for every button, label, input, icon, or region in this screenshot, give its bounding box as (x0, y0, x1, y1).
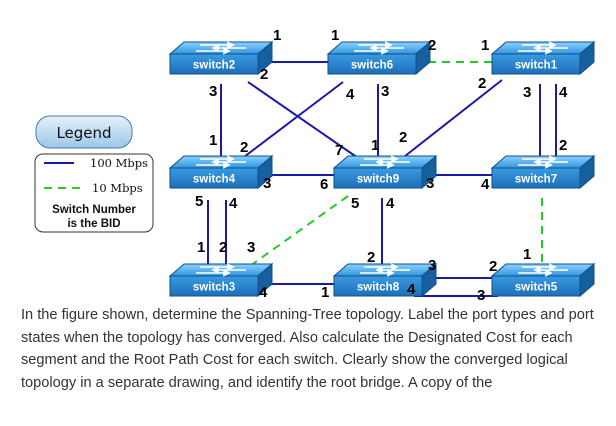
port-label: 1 (331, 27, 339, 44)
port-label: 2 (240, 139, 248, 156)
switch-switch1: switch1 (491, 41, 595, 75)
port-label: 2 (478, 75, 486, 92)
port-label: 3 (426, 175, 434, 192)
port-label: 4 (481, 176, 490, 193)
port-label: 3 (523, 84, 531, 101)
port-label: 3 (428, 257, 436, 274)
port-label: 1 (197, 239, 205, 256)
port-label: 4 (346, 86, 355, 103)
legend-header (35, 115, 133, 149)
switch-label: switch5 (515, 282, 558, 294)
port-label: 1 (523, 246, 531, 263)
switch-switch8: switch8 (333, 263, 437, 297)
switch-switch7: switch7 (491, 155, 595, 189)
port-label: 4 (407, 281, 416, 298)
switch-switch5: switch5 (491, 263, 595, 297)
switch-switch6: switch6 (327, 41, 431, 75)
port-label: 4 (259, 284, 268, 300)
port-label: 3 (263, 175, 271, 192)
port-label: 2 (428, 37, 436, 54)
problem-description: In the figure shown, determine the Spann… (21, 307, 594, 391)
legend-title: Legend (56, 124, 111, 142)
port-label: 7 (335, 142, 343, 159)
switch-switch9: switch9 (333, 155, 437, 189)
port-label: 1 (209, 132, 217, 149)
network-links (207, 61, 557, 297)
port-label: 1 (481, 37, 489, 54)
port-label: 3 (247, 239, 255, 256)
link-switch9-switch3 (249, 195, 349, 267)
port-label: 5 (351, 195, 359, 212)
switch-label: switch4 (193, 174, 236, 186)
legend-note-line1: Switch Number (52, 204, 136, 216)
port-label: 2 (399, 129, 407, 146)
switch-label: switch8 (357, 282, 400, 294)
switch-switch4: switch4 (169, 155, 273, 189)
port-label: 1 (321, 284, 329, 300)
port-label: 4 (559, 84, 568, 101)
link-switch2-switch9 (247, 81, 359, 159)
switch-switch2: switch2 (169, 41, 273, 75)
legend-note-line2: is the BID (67, 218, 120, 230)
port-labels: 1 1 2 2 1 3 4 3 2 4 3 2 7 1 2 1 2 3 6 3 … (195, 27, 568, 300)
network-diagram: switch2 switch6 switch1 switch4 switch9 … (34, 27, 595, 300)
port-label: 3 (381, 83, 389, 100)
switch-label: switch7 (515, 174, 557, 186)
port-label: 1 (273, 27, 281, 44)
port-label: 2 (260, 66, 268, 83)
legend-slow-label: 10 Mbps (92, 181, 143, 195)
legend-box: Legend 100 Mbps 10 Mbps Switch Number is… (34, 115, 154, 233)
switch-label: switch2 (193, 60, 235, 72)
port-label: 2 (367, 249, 375, 266)
port-label: 4 (229, 195, 238, 212)
port-label: 6 (320, 176, 328, 193)
link-switch6-switch4 (239, 81, 344, 161)
switch-label: switch1 (515, 60, 558, 72)
link-switch1-switch9 (399, 79, 503, 161)
port-label: 4 (386, 195, 395, 212)
port-label: 3 (477, 287, 485, 300)
legend-fast-label: 100 Mbps (90, 156, 148, 170)
port-label: 2 (559, 137, 567, 154)
switch-label: switch3 (193, 282, 235, 294)
switch-label: switch6 (351, 60, 393, 72)
port-label: 2 (219, 239, 227, 256)
port-label: 2 (489, 258, 497, 275)
port-label: 1 (371, 137, 379, 154)
port-label: 3 (209, 83, 217, 100)
switch-switch3: switch3 (169, 263, 273, 297)
switch-label: switch9 (357, 174, 399, 186)
port-label: 5 (195, 193, 203, 210)
